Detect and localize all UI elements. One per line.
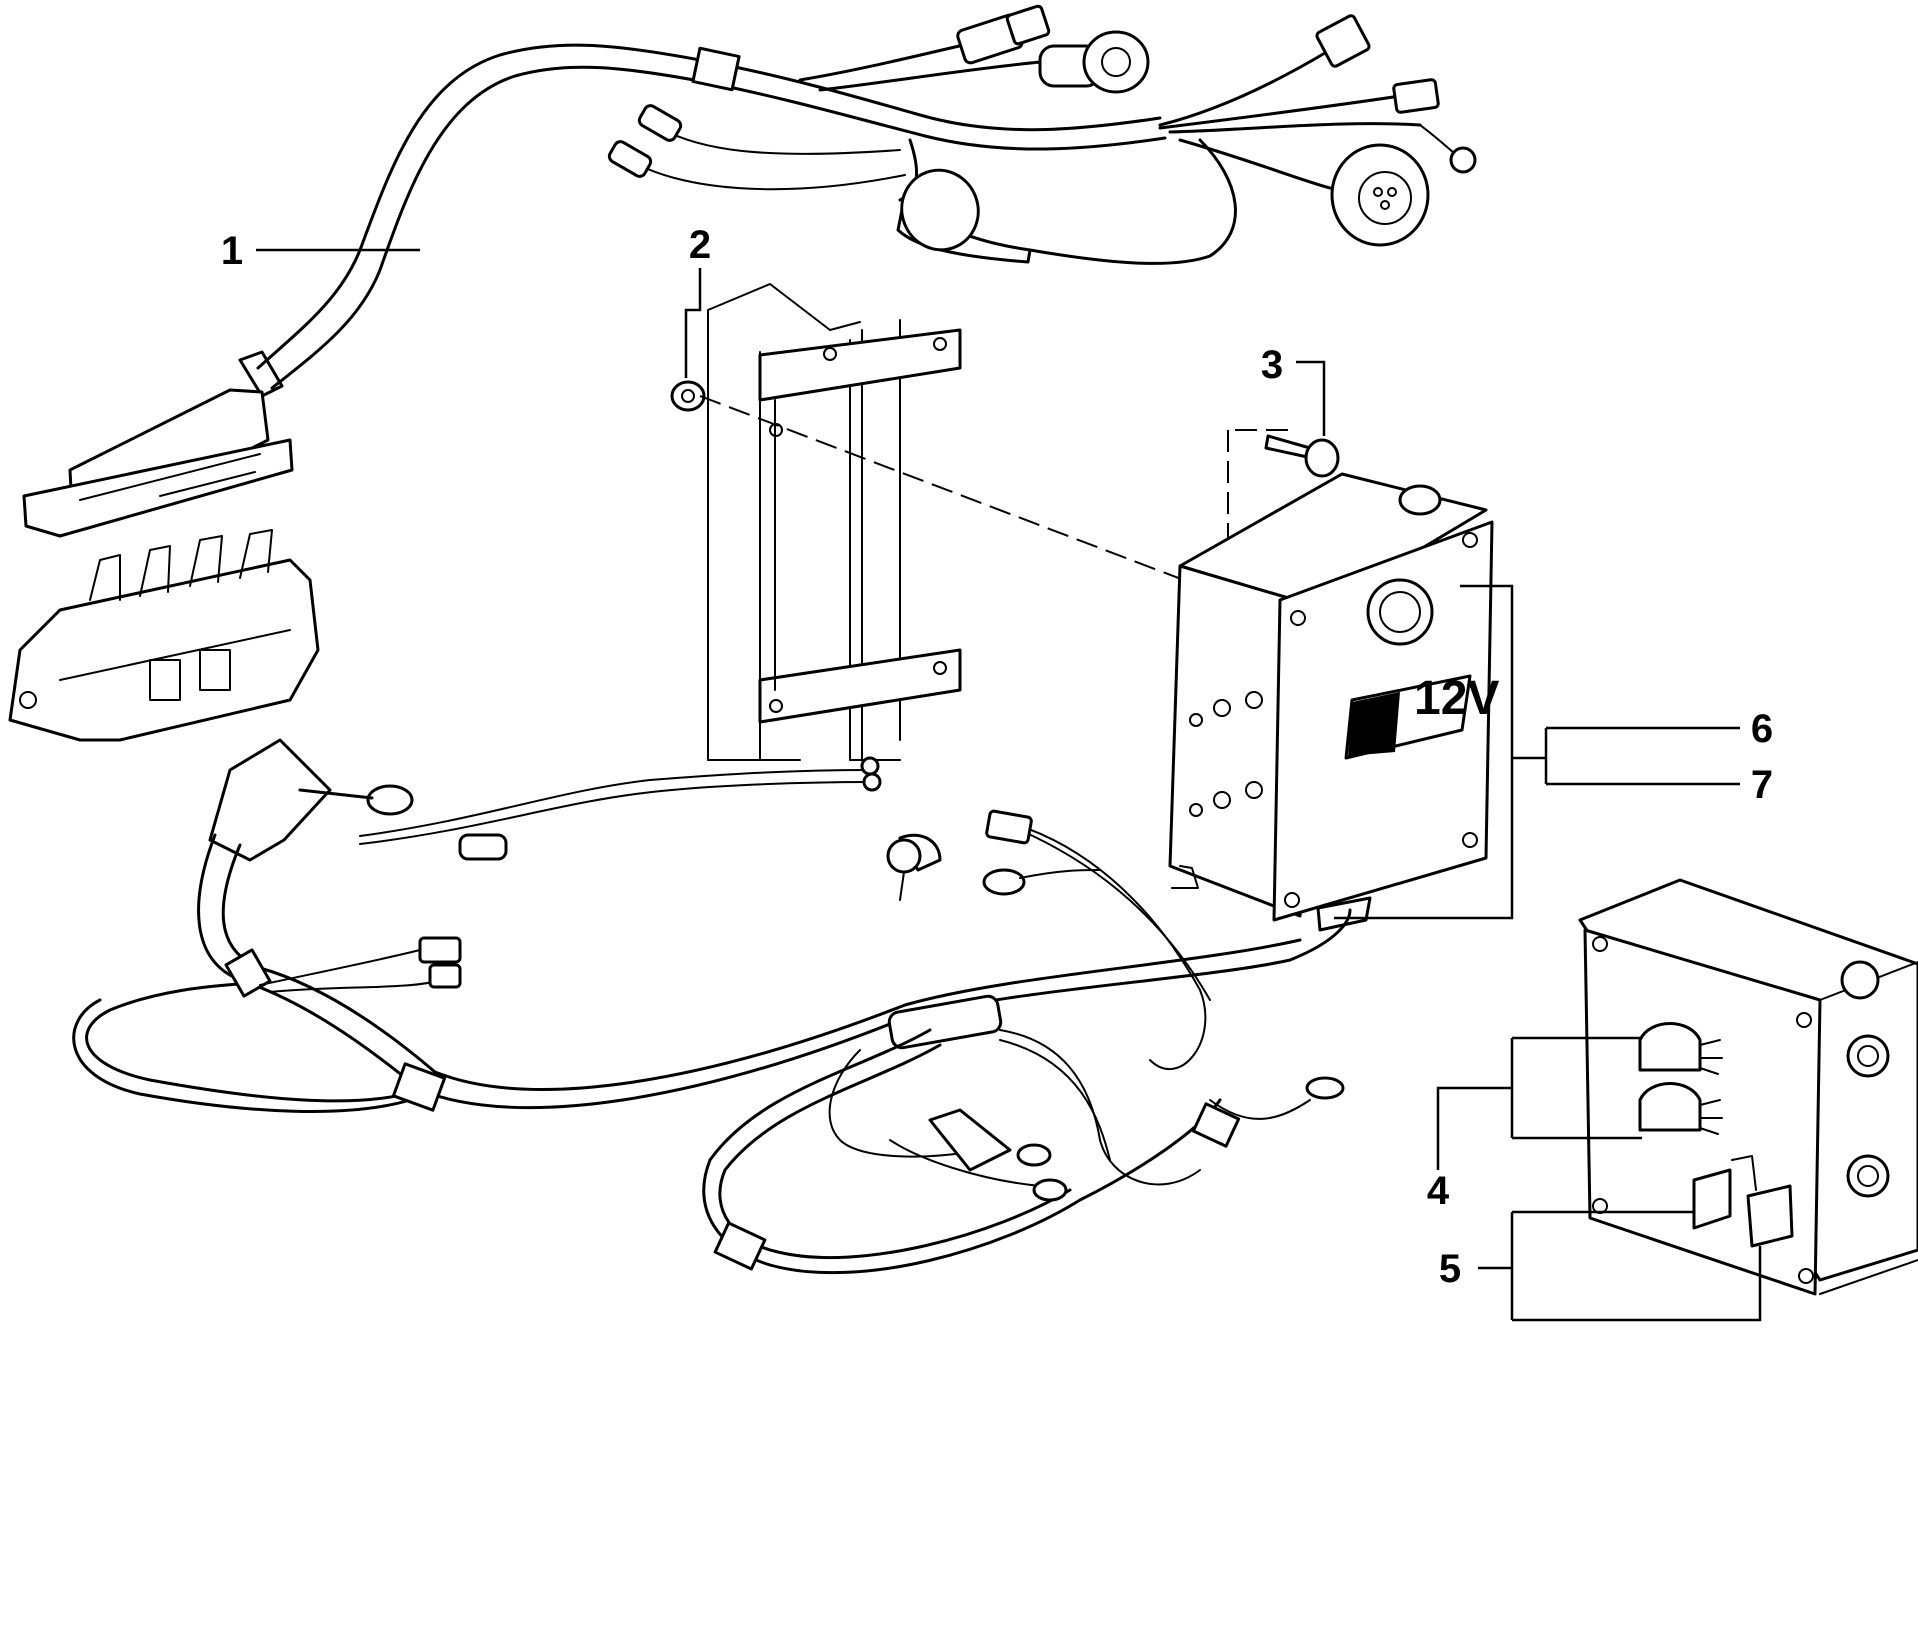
callout-6: 6 [1546, 707, 1773, 751]
callout-4: 4 [1427, 1036, 1642, 1213]
round-connector-top-b [1038, 30, 1150, 94]
nut [670, 380, 706, 412]
callout-label-1: 1 [221, 229, 243, 273]
round-connector-mid [896, 168, 1032, 264]
callout-1: 1 [221, 229, 420, 273]
alignment-line-nut [699, 395, 1211, 591]
callout-5: 5 [1439, 1210, 1762, 1322]
module-with-relays [1578, 878, 1918, 1296]
callout-7: 7 [1334, 584, 1773, 920]
fuse-holder-a [1692, 1168, 1732, 1230]
callout-label-6: 6 [1751, 707, 1773, 751]
relay-upper [1638, 1022, 1723, 1075]
plug-connector-top-a [956, 4, 1051, 65]
control-unit: 12V [1168, 472, 1499, 932]
ecu-connector [22, 350, 294, 538]
ecu-housing [8, 529, 320, 742]
upper-harness [256, 4, 1477, 390]
fuse-holder-b [1746, 1184, 1794, 1248]
callout-2: 2 [684, 223, 711, 378]
relay-lower [1638, 1082, 1723, 1135]
lower-harness [72, 738, 1352, 1275]
mounting-bracket [707, 283, 962, 761]
callout-label-4: 4 [1427, 1169, 1450, 1213]
module-badge: 12V [1414, 672, 1499, 725]
callout-label-2: 2 [689, 223, 711, 267]
callout-label-7: 7 [1751, 763, 1773, 807]
callout-label-5: 5 [1439, 1247, 1461, 1291]
callout-label-3: 3 [1261, 343, 1283, 387]
bolt [1264, 434, 1340, 478]
callout-3: 3 [1261, 343, 1326, 436]
